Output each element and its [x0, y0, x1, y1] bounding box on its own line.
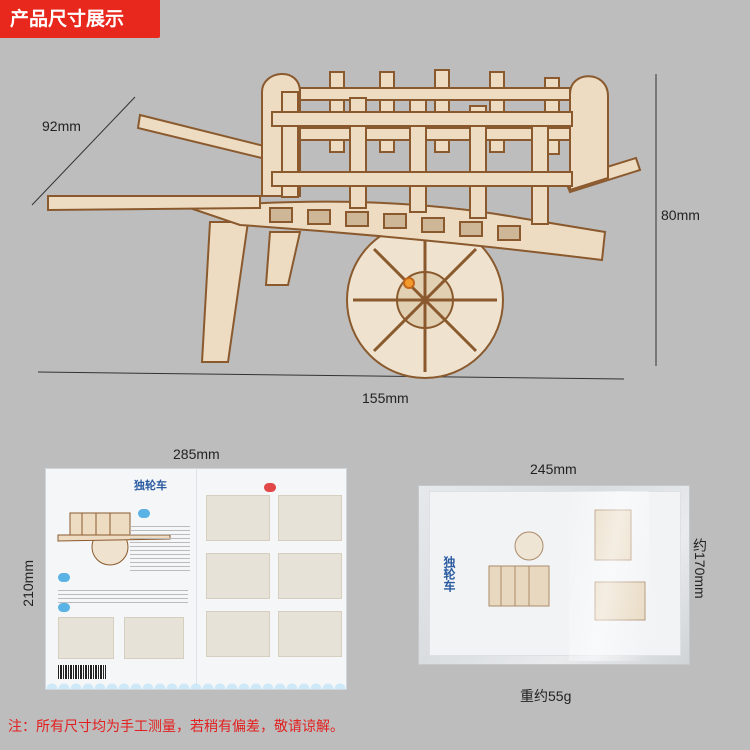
- package-glare: [569, 491, 649, 661]
- manual-section-tag: [264, 483, 276, 492]
- manual-step-image: [58, 617, 114, 659]
- depth-label: 92mm: [42, 118, 81, 134]
- manual-step-image: [278, 553, 342, 599]
- manual-fold: [196, 469, 197, 689]
- manual-width-label: 285mm: [173, 446, 220, 462]
- manual-step-image: [206, 495, 270, 541]
- length-label: 155mm: [362, 390, 409, 406]
- package-weight-label: 重约55g: [520, 688, 572, 704]
- barcode: [58, 665, 106, 679]
- manual-step-image: [124, 617, 184, 659]
- package-title: 独轮车: [442, 556, 456, 592]
- page-title: 产品尺寸展示: [0, 0, 160, 38]
- package-bag: 独轮车: [418, 485, 690, 665]
- manual-wave-decoration: [46, 677, 346, 689]
- package-height-label: 约170mm: [692, 538, 708, 599]
- manual-step-image: [206, 611, 270, 657]
- manual-paragraph: [58, 587, 188, 605]
- manual-paragraph: [130, 523, 190, 571]
- instruction-manual: 独轮车: [45, 468, 347, 690]
- package-width-label: 245mm: [530, 461, 577, 477]
- manual-step-image: [278, 611, 342, 657]
- manual-title: 独轮车: [134, 479, 167, 492]
- height-label: 80mm: [661, 207, 700, 223]
- measurement-note: 注：所有尺寸均为手工测量，若稍有偏差，敬请谅解。: [8, 719, 344, 735]
- package-parts-image: [488, 509, 646, 621]
- manual-section-tag: [58, 603, 70, 612]
- manual-section-tag: [58, 573, 70, 582]
- manual-step-image: [278, 495, 342, 541]
- manual-step-image: [206, 553, 270, 599]
- manual-height-label: 210mm: [20, 560, 36, 607]
- manual-section-tag: [138, 509, 150, 518]
